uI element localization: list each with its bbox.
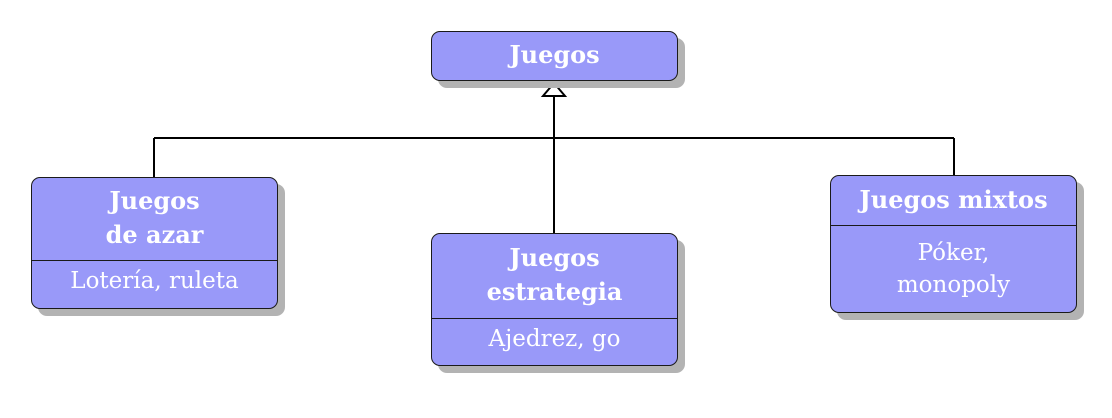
node-items: Ajedrez, go	[432, 318, 677, 359]
node-items: Lotería, ruleta	[32, 260, 277, 301]
node-title: Juegos de azar	[105, 186, 204, 249]
node-title: Juegos estrategia	[486, 243, 623, 306]
node-title: Juegos mixtos	[859, 184, 1048, 214]
node-juegos-de-azar: Juegos de azar Lotería, ruleta	[31, 177, 278, 309]
node-title: Juegos	[509, 40, 600, 69]
inheritance-arrowhead	[540, 81, 568, 97]
node-juegos-mixtos: Juegos mixtos Póker, monopoly	[830, 175, 1077, 313]
node-juegos: Juegos	[431, 31, 678, 81]
node-juegos-estrategia: Juegos estrategia Ajedrez, go	[431, 233, 678, 366]
node-items: Póker, monopoly	[831, 225, 1076, 312]
